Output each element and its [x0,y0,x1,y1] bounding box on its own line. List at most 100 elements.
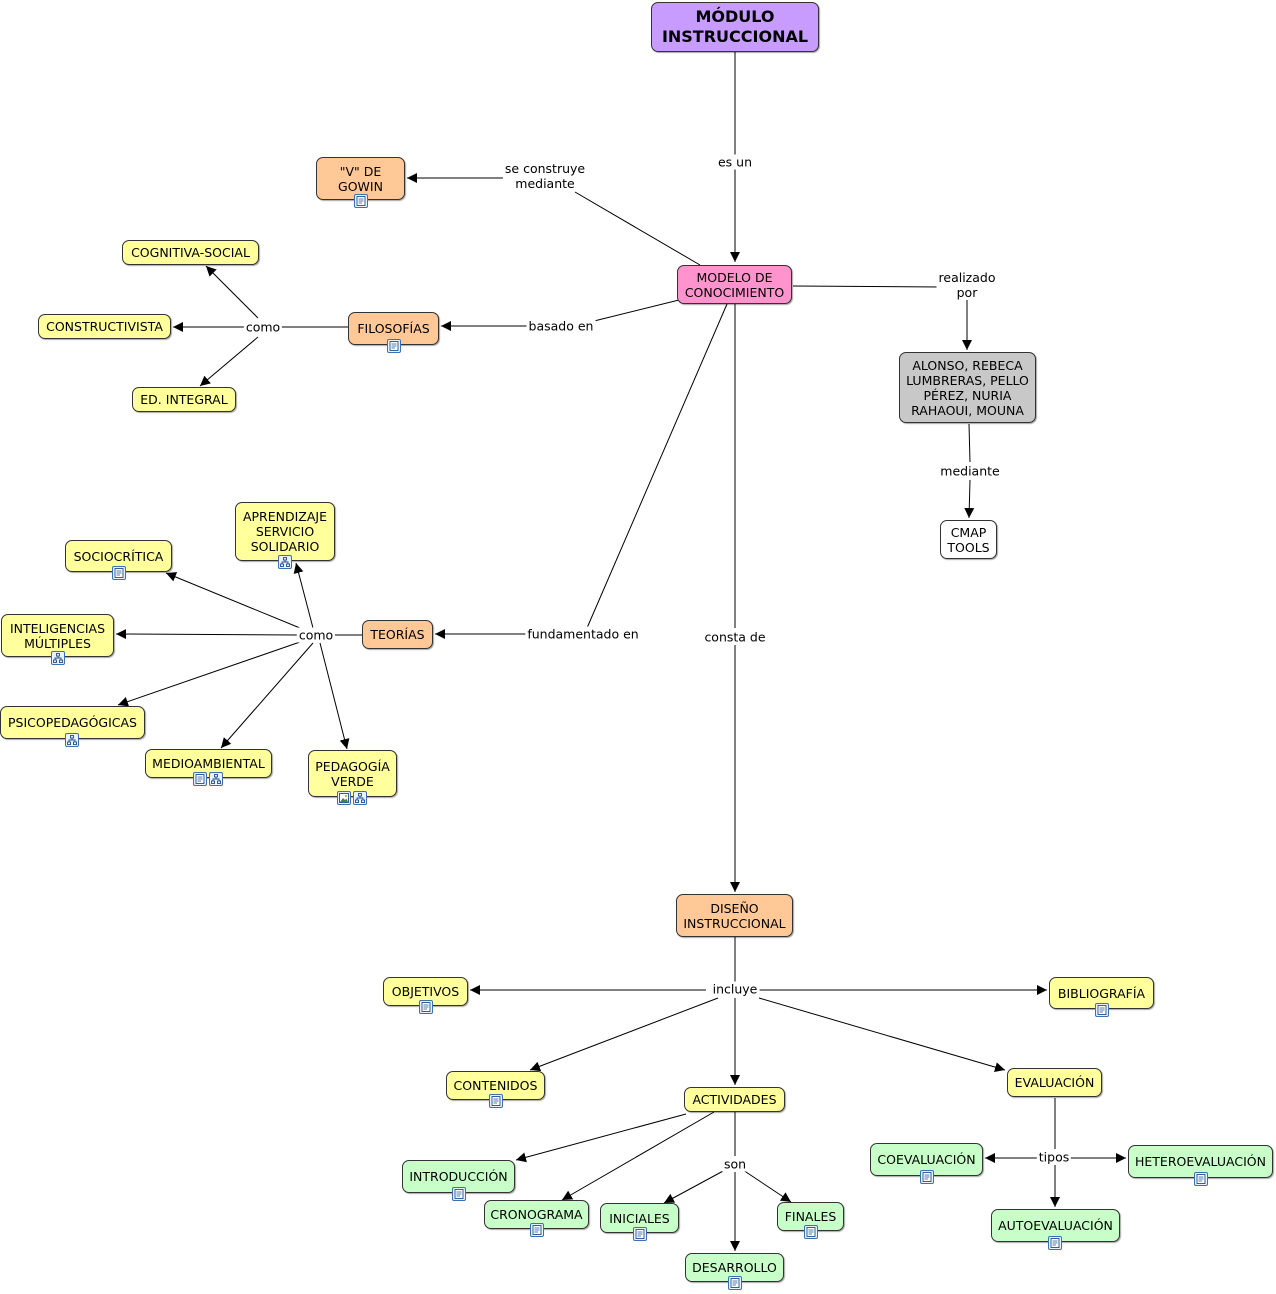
document-icon[interactable] [489,1094,503,1108]
document-icon[interactable] [354,194,368,208]
resource-icons [530,1223,544,1237]
document-icon[interactable] [1095,1003,1109,1017]
concept-node-text: TOOLS [947,539,990,555]
concept-node-heteroevaluacion[interactable]: HETEROEVALUACIÓN [1128,1145,1273,1178]
concept-node-cognitiva[interactable]: COGNITIVA-SOCIAL [122,240,259,265]
concept-node-constructivista[interactable]: CONSTRUCTIVISTA [38,314,171,339]
resource-icons [419,1000,433,1014]
concept-node-evaluacion[interactable]: EVALUACIÓN [1007,1068,1102,1097]
concept-node-teorias[interactable]: TEORÍAS [362,620,433,649]
concept-node-label: ACTIVIDADES [692,1092,776,1107]
concept-node-contenidos[interactable]: CONTENIDOS [446,1071,545,1100]
concept-node-finales[interactable]: FINALES [777,1202,844,1231]
link-label-fundamentado: fundamentado en [525,626,641,642]
concept-node-actividades[interactable]: ACTIVIDADES [684,1087,785,1112]
link-label-text: realizado [938,270,996,285]
concept-map-icon[interactable] [278,555,292,569]
link-label-text: mediante [940,463,1000,479]
concept-map-icon[interactable] [353,791,367,805]
document-icon[interactable] [112,566,126,580]
link-label-text: por [956,285,978,300]
link-label-es-un: es un [715,154,755,170]
concept-node-text: FINALES [784,1209,837,1224]
concept-node-text: INICIALES [609,1210,670,1226]
concept-node-text: INSTRUCCIONAL [661,27,809,46]
connector-arrow [165,572,301,629]
document-icon[interactable] [193,772,207,786]
link-label-son: son [721,1156,749,1172]
document-icon[interactable] [633,1227,647,1241]
concept-node-text: "V" DE [339,163,382,179]
concept-node-label: FILOSOFÍAS [357,321,429,336]
image-icon[interactable] [337,791,351,805]
concept-node-introduccion[interactable]: INTRODUCCIÓN [402,1160,515,1193]
concept-node-text: LUMBRERAS, PELLO [906,372,1029,388]
resource-icons [51,651,65,665]
concept-node-text: CRONOGRAMA [490,1207,583,1222]
connector-arrow [205,265,259,319]
concept-node-text: INSTRUCCIONAL [683,915,786,931]
document-icon[interactable] [920,1170,934,1184]
concept-node-edintegral[interactable]: ED. INTEGRAL [132,387,236,412]
link-label-tipos: tipos [1036,1149,1072,1165]
concept-node-medioambiental[interactable]: MEDIOAMBIENTAL [145,749,272,778]
concept-node-text: CONOCIMIENTO [684,284,785,300]
document-icon[interactable] [530,1223,544,1237]
connector-arrow [742,1169,792,1203]
connector-line [586,303,728,629]
concept-node-coevaluacion[interactable]: COEVALUACIÓN [870,1143,983,1176]
document-icon[interactable] [1048,1236,1062,1250]
concept-node-desarrollo[interactable]: DESARROLLO [685,1253,784,1282]
concept-node-label: CONSTRUCTIVISTA [46,319,163,334]
concept-node-label: AUTOEVALUACIÓN [998,1218,1113,1233]
concept-node-label: FINALES [785,1209,837,1224]
resource-icons [278,555,292,569]
concept-node-text: TEORÍAS [370,627,425,642]
connector-arrow [663,1169,726,1204]
document-icon[interactable] [1194,1172,1208,1186]
concept-node-text: RAHAOUI, MOUNA [911,402,1024,418]
resource-icons [354,194,368,208]
link-label-basado: basado en [526,318,596,334]
link-label-text: son [723,1156,747,1172]
concept-node-text: DISEÑO [710,900,759,916]
document-icon[interactable] [419,1000,433,1014]
concept-node-text: MODELO DE [696,269,773,285]
link-label-text: como [245,319,281,335]
concept-node-text: EVALUACIÓN [1014,1075,1095,1090]
concept-node-text: SERVICIO [255,524,315,539]
concept-node-label: EVALUACIÓN [1015,1075,1095,1090]
resource-icons [387,339,401,353]
concept-node-text: ED. INTEGRAL [140,392,228,407]
concept-map-icon[interactable] [65,733,79,747]
resource-icons [1095,1003,1109,1017]
link-label-consta: consta de [702,629,768,645]
resource-icons [1048,1236,1062,1250]
concept-map-icon[interactable] [209,772,223,786]
concept-node-label: COEVALUACIÓN [877,1152,975,1167]
document-icon[interactable] [728,1276,742,1290]
concept-map-icon[interactable] [51,651,65,665]
connector-arrow [220,642,314,749]
resource-icons [920,1170,934,1184]
concept-node-text: APRENDIZAJE [242,509,328,524]
concept-node-label: OBJETIVOS [392,984,459,999]
document-icon[interactable] [387,339,401,353]
concept-node-text: COEVALUACIÓN [877,1152,976,1167]
document-icon[interactable] [804,1225,818,1239]
concept-node-cronograma[interactable]: CRONOGRAMA [484,1200,589,1229]
document-icon[interactable] [452,1187,466,1201]
resource-icons [728,1276,742,1290]
